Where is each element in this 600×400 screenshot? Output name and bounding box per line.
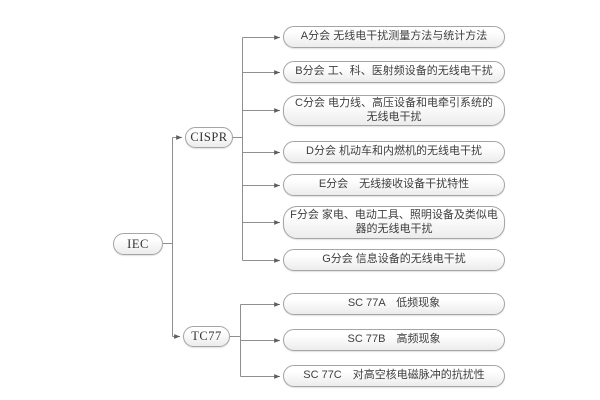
- leaf-cispr-subcommittee-b: B分会 工、科、医射频设备的无线电干扰: [283, 61, 505, 83]
- node-cispr: CISPR: [185, 127, 233, 148]
- leaf-cispr-subcommittee-c: C分会 电力线、高压设备和电牵引系统的无线电干扰: [283, 95, 505, 126]
- leaf-tc77-sc77b: SC 77B 高频现象: [283, 329, 505, 351]
- leaf-cispr-subcommittee-d: D分会 机动车和内燃机的无线电干扰: [283, 141, 505, 163]
- node-iec: IEC: [113, 233, 163, 255]
- leaf-tc77-sc77c: SC 77C 对高空核电磁脉冲的抗扰性: [283, 365, 505, 387]
- leaf-cispr-subcommittee-e: E分会 无线接收设备干扰特性: [283, 174, 505, 196]
- leaf-cispr-subcommittee-a: A分会 无线电干扰测量方法与统计方法: [283, 26, 505, 48]
- leaf-tc77-sc77a: SC 77A 低频现象: [283, 293, 505, 315]
- node-tc77: TC77: [183, 326, 230, 347]
- leaf-cispr-subcommittee-f: F分会 家电、电动工具、照明设备及类似电器的无线电干扰: [283, 206, 505, 239]
- leaf-cispr-subcommittee-g: G分会 信息设备的无线电干扰: [283, 249, 505, 271]
